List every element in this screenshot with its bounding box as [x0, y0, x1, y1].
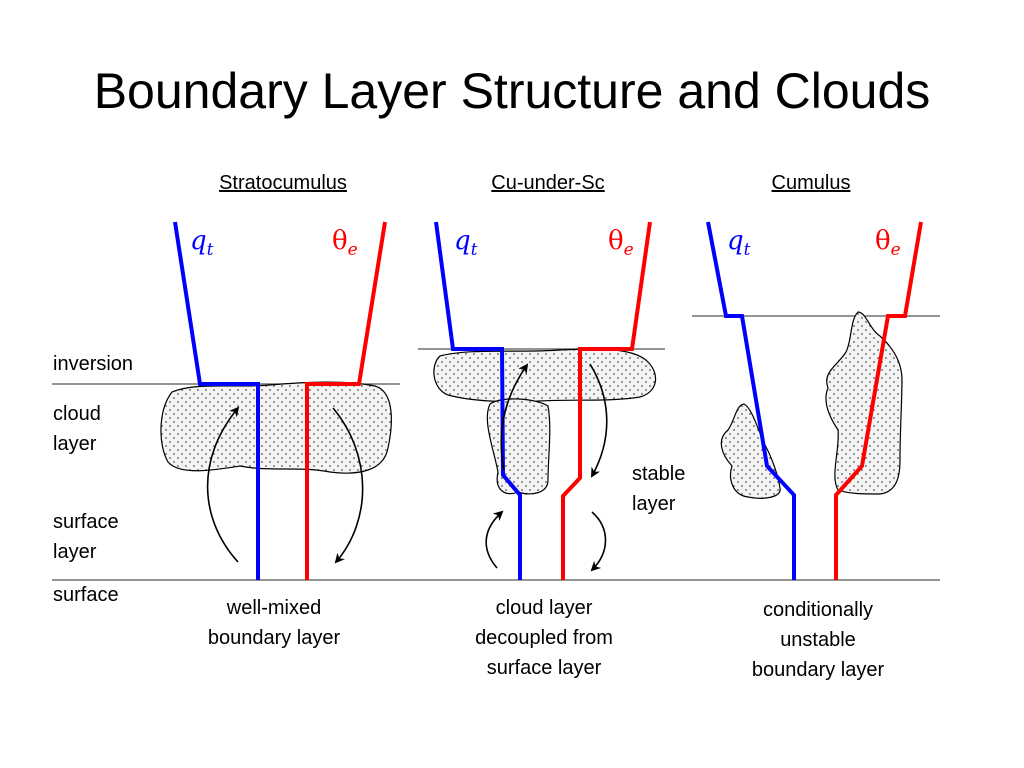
- surface-label: surface: [53, 584, 119, 606]
- caption-cu-under-sc: cloud layer decoupled from surface layer: [475, 597, 613, 679]
- panel-heading-stratocumulus: Stratocumulus: [219, 172, 347, 194]
- surface-layer-label: surface layer: [53, 511, 119, 563]
- thetae-profile-stratocumulus: [305, 221, 387, 580]
- circulation-arrow-up-left: [206, 406, 240, 563]
- slide-title: Boundary Layer Structure and Clouds: [93, 63, 931, 119]
- circulation-arrow-down-right: [332, 407, 364, 564]
- qt-label-cu-under-sc: qt: [454, 226, 478, 260]
- thetae-profile-cu-under-sc: [561, 221, 652, 580]
- caption-stratocumulus: well-mixed boundary layer: [207, 597, 341, 649]
- qt-label-cumulus: qt: [727, 226, 751, 260]
- cloud-layer-arrow-down: [589, 363, 608, 478]
- panel-heading-cumulus: Cumulus: [771, 172, 851, 194]
- thetae-label-stratocumulus: θe: [332, 226, 358, 260]
- panel-heading-cu-under-sc: Cu-under-Sc: [491, 172, 605, 194]
- stable-layer-label: stable layer: [632, 463, 686, 515]
- cumulus-under-sc: [486, 398, 551, 495]
- thetae-profile-cumulus: [834, 221, 923, 580]
- thetae-label-cu-under-sc: θe: [608, 226, 634, 260]
- caption-cumulus: conditionally unstable boundary layer: [751, 599, 885, 681]
- surface-layer-arrow-down: [590, 511, 607, 572]
- cumulus-cloud-small: [720, 403, 781, 499]
- qt-profile-stratocumulus: [173, 221, 260, 580]
- thetae-label-cumulus: θe: [875, 226, 901, 260]
- surface-layer-arrow-up: [485, 510, 504, 569]
- cloud-layer-arrow-up: [500, 363, 529, 471]
- qt-profile-cumulus: [706, 221, 796, 580]
- qt-profile-cu-under-sc: [434, 221, 522, 580]
- sc-cloud-layer: [433, 348, 657, 403]
- cloud-layer-label: cloud layer: [53, 403, 101, 455]
- inversion-label: inversion: [53, 353, 134, 375]
- cumulus-cloud-tall: [825, 311, 903, 495]
- stratocumulus-cloud: [160, 381, 392, 474]
- qt-label-stratocumulus: qt: [190, 226, 214, 260]
